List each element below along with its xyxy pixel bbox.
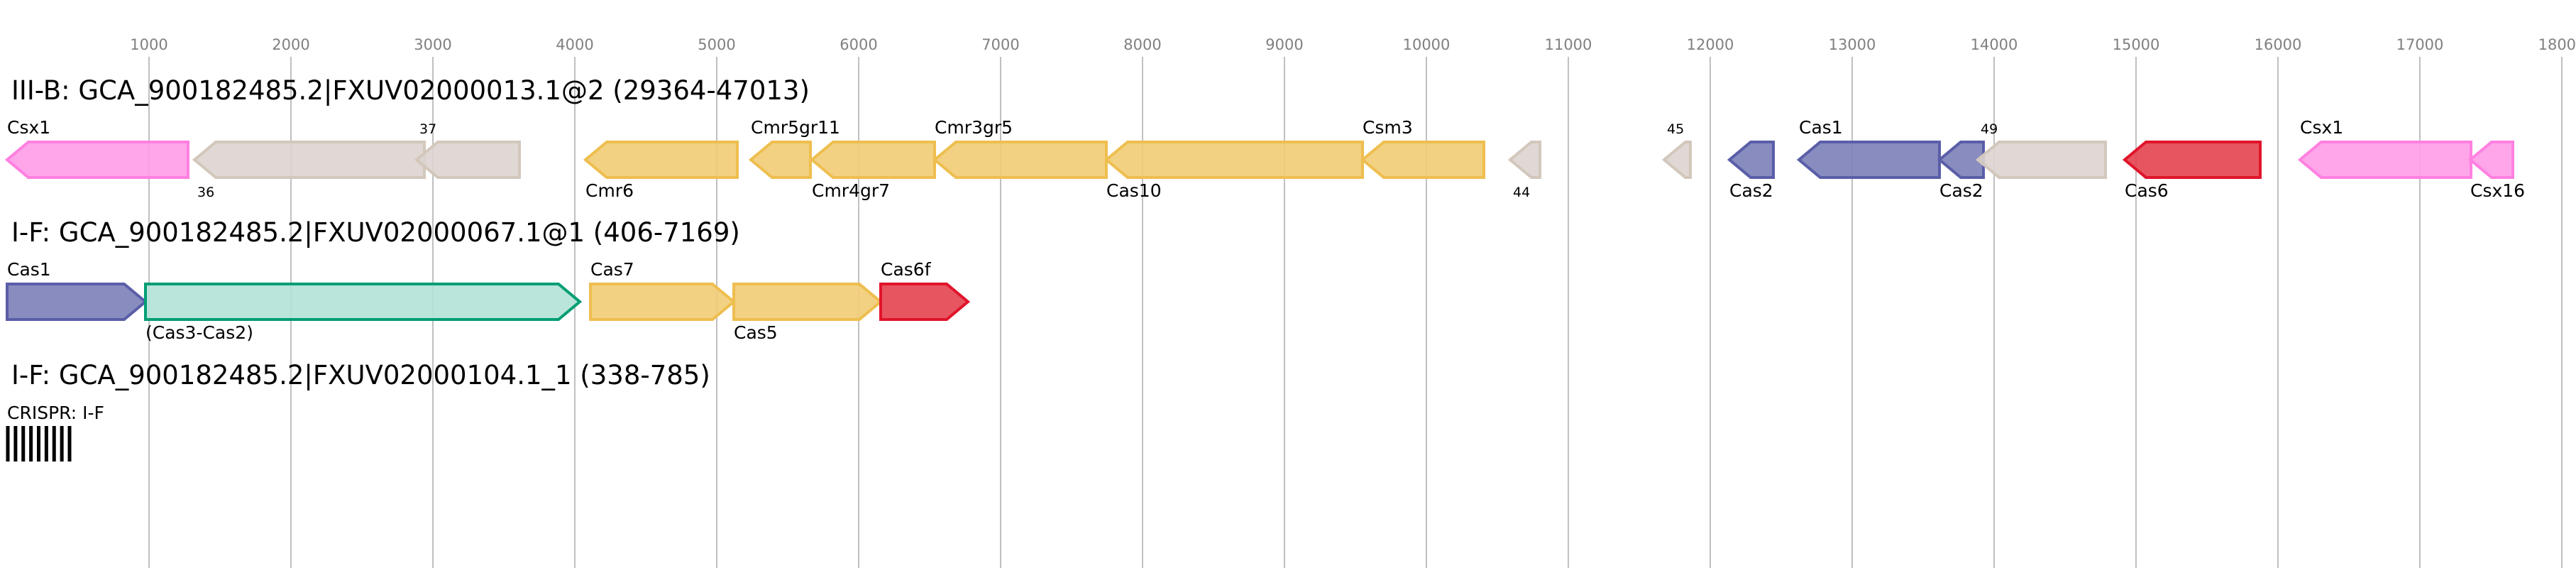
gene-label: 37 (419, 121, 436, 137)
gene-label: 36 (197, 185, 214, 200)
gene-arrow-49 (1975, 141, 2107, 179)
gene-label: (Cas3-Cas2) (145, 322, 253, 343)
gene-arrow-csx1 (2297, 141, 2472, 179)
gene-label: 44 (1513, 185, 1530, 200)
tick-label: 14000 (1971, 36, 2018, 53)
gene-arrow-cas2 (1727, 141, 1775, 179)
gene-label: Cas6f (881, 259, 932, 280)
gene-label: Csm3 (1363, 117, 1413, 138)
gene-arrow-37 (414, 141, 521, 179)
tick-label: 9000 (1265, 36, 1303, 53)
crispr-label: CRISPR: I-F (7, 403, 104, 423)
gene-label: Cmr5gr11 (751, 117, 840, 138)
gene-label: Cas1 (1799, 117, 1843, 138)
gene-label: Cmr4gr7 (812, 180, 890, 201)
tick-label: 5000 (698, 36, 735, 53)
tick-label: 11000 (1545, 36, 1592, 53)
tick-label: 13000 (1829, 36, 1876, 53)
gene-label: Cas10 (1106, 180, 1162, 201)
gene-label: Cmr3gr5 (935, 117, 1013, 138)
track-title-i-f-67: I-F: GCA_900182485.2|FXUV02000067.1@1 (4… (11, 217, 740, 248)
tick-label: 10000 (1403, 36, 1451, 53)
gene-label: 49 (1981, 121, 1998, 137)
track-title-i-f-104: I-F: GCA_900182485.2|FXUV02000104.1_1 (3… (11, 360, 710, 390)
crispr-array (6, 426, 72, 462)
gene-arrow-cas6 (2122, 141, 2262, 179)
tick-label: 7000 (981, 36, 1019, 53)
gene-label: Cas6 (2125, 180, 2169, 201)
tick-label: 4000 (556, 36, 593, 53)
crispr-repeat (29, 426, 33, 462)
gene-label: Csx1 (2300, 117, 2343, 138)
crispr-repeat (44, 426, 48, 462)
crispr-repeat (37, 426, 40, 462)
tick-label: 2000 (272, 36, 309, 53)
gene-label: 45 (1667, 121, 1684, 137)
gene-arrow-cmr6 (583, 141, 739, 179)
track-title-iii-b: III-B: GCA_900182485.2|FXUV02000013.1@2 … (11, 75, 810, 106)
gene-arrow-36 (192, 141, 426, 179)
tick-label: 3000 (414, 36, 451, 53)
gene-arrow-cas1 (1796, 141, 1941, 179)
gene-label: Cas5 (734, 322, 778, 343)
gene-arrow-cas6f (879, 283, 971, 321)
crispr-repeat (67, 426, 72, 462)
gene-label: Cas1 (7, 259, 51, 280)
gene-arrow-cmr4gr7 (809, 141, 936, 179)
tick-label: 1000 (130, 36, 167, 53)
gene-arrow-csx16 (2467, 141, 2514, 179)
crispr-repeat (6, 426, 10, 462)
gene-label: Csx1 (7, 117, 50, 138)
gene-label: Csx16 (2470, 180, 2525, 201)
gene-arrow-cas7 (589, 283, 737, 321)
crispr-repeat (60, 426, 64, 462)
axis-tick-labels: 1000 2000 3000 4000 5000 6000 7000 8000 9000 1000… (130, 36, 2576, 53)
crispr-repeat (21, 426, 26, 462)
tick-label: 18000 (2538, 36, 2576, 53)
tick-label: 15000 (2113, 36, 2160, 53)
gene-label: Cas7 (590, 259, 634, 280)
gene-label: Cas2 (1729, 180, 1773, 201)
tick-label: 8000 (1123, 36, 1161, 53)
gene-arrow-csx1 (4, 141, 189, 179)
tick-label: 12000 (1687, 36, 1734, 53)
gene-arrow-cmr3gr5 (932, 141, 1108, 179)
crispr-repeat (13, 426, 18, 462)
gene-label: Cmr6 (585, 180, 634, 201)
crispr-repeat (52, 426, 56, 462)
gene-arrow-cas3-cas2 (144, 283, 583, 321)
gene-arrow-cas1 (6, 283, 148, 321)
tick-label: 16000 (2255, 36, 2302, 53)
gene-arrow-44 (1507, 141, 1541, 179)
gene-arrow-cas5 (732, 283, 884, 321)
tick-label: 17000 (2396, 36, 2444, 53)
gene-label: Cas2 (1939, 180, 1983, 201)
gene-arrow-csm3 (1360, 141, 1485, 179)
tick-label: 6000 (840, 36, 877, 53)
gene-arrow-45 (1661, 141, 1692, 179)
gene-arrow-cas10 (1103, 141, 1364, 179)
gene-arrow-cmr5gr11 (748, 141, 812, 179)
